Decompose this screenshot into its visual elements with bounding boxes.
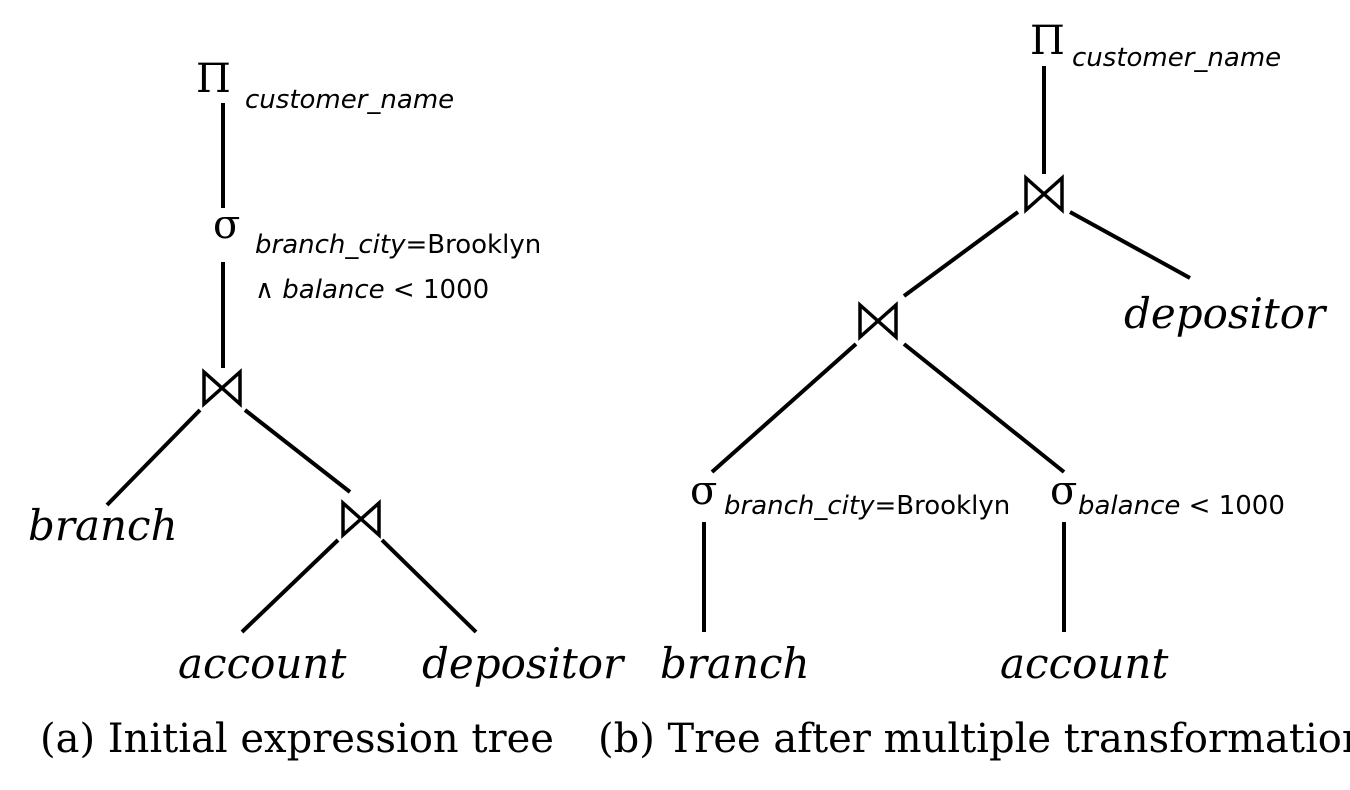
tree-a-edge-join-depositor	[380, 538, 478, 634]
selection-condition-1: branch_city=Brooklyn	[255, 230, 541, 260]
selection-right-rest: < 1000	[1180, 491, 1284, 521]
selection-cond1-rest: =Brooklyn	[405, 230, 541, 260]
selection-cond1-attr: branch_city	[255, 230, 406, 260]
leaf-branch: branch	[28, 501, 178, 550]
tree-a: Π customer_name σ branch_city=Brooklyn ∧…	[28, 56, 626, 762]
selection-left-condition: branch_city=Brooklyn	[724, 491, 1010, 521]
tree-b-edge-join-selection-right	[902, 342, 1066, 474]
caption-b: (b) Tree after multiple transformations	[598, 716, 1350, 762]
tree-a-edge-join-join	[243, 408, 352, 494]
tree-a-selection-node: σ branch_city=Brooklyn ∧ balance < 1000	[213, 202, 541, 305]
space	[274, 275, 282, 305]
projection-symbol: Π	[1030, 18, 1065, 64]
selection-symbol: σ	[690, 468, 717, 514]
tree-a-edge-join-account	[240, 538, 340, 634]
projection-attribute: customer_name	[1072, 43, 1281, 73]
tree-b-selection-right-node: σ balance < 1000	[1050, 468, 1285, 521]
and-symbol: ∧	[255, 275, 274, 305]
leaf-branch: branch	[660, 639, 810, 688]
projection-symbol: Π	[196, 56, 231, 102]
caption-a: (a) Initial expression tree	[40, 716, 554, 762]
join-symbol-icon	[341, 499, 381, 539]
tree-a-edge-join-branch	[105, 408, 202, 507]
selection-symbol: σ	[1050, 468, 1077, 514]
join-symbol-icon	[1024, 174, 1064, 214]
projection-attribute: customer_name	[245, 85, 454, 115]
selection-right-attr: balance	[1078, 491, 1180, 521]
tree-b: Π customer_name depositor σ branch_city=…	[598, 18, 1350, 762]
selection-cond2-attr: balance	[282, 275, 384, 305]
leaf-account: account	[178, 639, 346, 688]
leaf-account: account	[1000, 639, 1168, 688]
tree-b-edge-join-selection-left	[710, 342, 858, 474]
join-symbol-icon	[858, 301, 898, 341]
join-symbol-icon	[202, 368, 242, 408]
leaf-depositor: depositor	[422, 639, 626, 688]
tree-b-projection-node: Π customer_name	[1030, 18, 1281, 73]
selection-left-rest: =Brooklyn	[874, 491, 1010, 521]
tree-a-projection-node: Π customer_name	[196, 56, 454, 115]
tree-b-selection-left-node: σ branch_city=Brooklyn	[690, 468, 1010, 521]
leaf-depositor: depositor	[1124, 289, 1328, 338]
selection-right-condition: balance < 1000	[1078, 491, 1285, 521]
selection-condition-2: ∧ balance < 1000	[255, 275, 489, 305]
selection-symbol: σ	[213, 202, 240, 248]
selection-cond2-rest: < 1000	[385, 275, 489, 305]
selection-left-attr: branch_city	[724, 491, 875, 521]
tree-b-edge-join-join	[902, 210, 1020, 298]
tree-b-edge-join-depositor	[1069, 210, 1191, 280]
